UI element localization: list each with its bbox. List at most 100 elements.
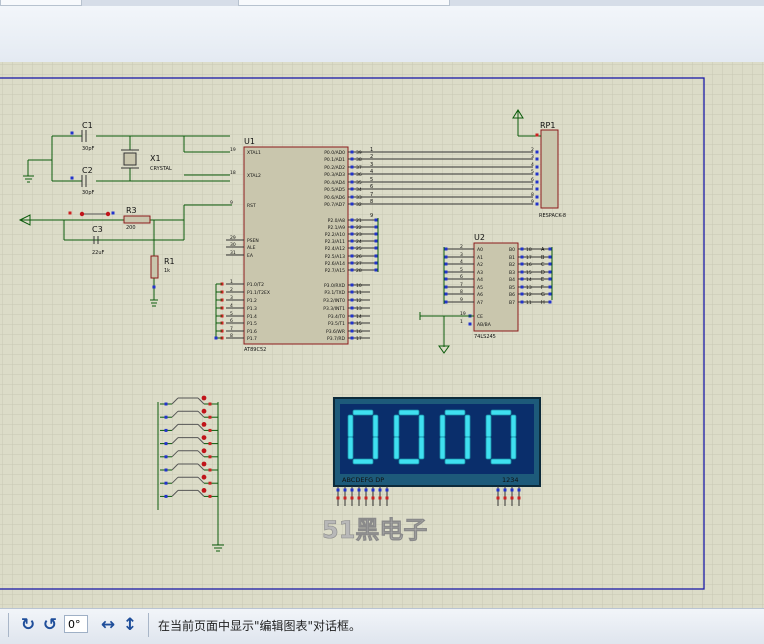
display-segment — [444, 409, 466, 416]
u1-pin-marker — [350, 298, 354, 302]
u1-pin-marker — [350, 225, 354, 229]
u1-pin-number: 8 — [230, 333, 233, 339]
display-pin-marker — [364, 488, 368, 492]
display-segment — [485, 414, 492, 438]
u1-pin-number: 3 — [230, 295, 233, 301]
flip-vertical-icon[interactable]: ↕ — [122, 615, 138, 635]
u2-pin-number: 1 — [460, 319, 463, 325]
button-cap — [201, 488, 207, 493]
button-pin — [208, 494, 212, 498]
x1-value: CRYSTAL — [150, 166, 172, 172]
c2-pin — [70, 176, 74, 180]
u1-pin-number: 30 — [230, 242, 236, 248]
button-lever — [197, 437, 205, 444]
u1-pin-number: 5 — [230, 311, 233, 317]
u2-pin-number: 8 — [460, 289, 463, 295]
u1-pin-marker — [350, 157, 354, 161]
button-lever — [197, 424, 205, 431]
u1-pin-name: P2.5/A13 — [325, 254, 345, 260]
display-segment — [352, 458, 374, 465]
u2-pin-number: 4 — [460, 259, 463, 265]
ground-terminal — [438, 345, 450, 354]
button-cap — [201, 408, 207, 414]
u2-bus-marker — [444, 255, 448, 259]
r1-pin — [152, 285, 156, 289]
rp1-pin-number: 6 — [531, 177, 534, 183]
u2-pin-number: 18 — [526, 247, 532, 253]
display-segment — [490, 458, 512, 465]
rp1-pin-marker — [535, 165, 539, 169]
rp1-pin-number: 9 — [531, 199, 534, 205]
bus-marker — [374, 261, 378, 265]
u2-pin-number: 16 — [526, 262, 532, 268]
rotate-anticlockwise-icon[interactable]: ↺ — [42, 615, 58, 635]
u1-pin-name: P0.1/AD1 — [324, 157, 345, 163]
rotate-clockwise-icon[interactable]: ↻ — [20, 615, 36, 635]
rp1-pin-number: 3 — [531, 154, 534, 160]
u1-pin-marker — [350, 290, 354, 294]
u1-pin-name: P1.3 — [247, 306, 257, 312]
x1-ref: X1 — [150, 154, 161, 163]
u1-pin-name: P3.2/INT0 — [323, 298, 345, 304]
display-segment — [393, 436, 400, 460]
button-lever — [171, 476, 179, 484]
rp1-pin-marker — [535, 150, 539, 154]
r1-ref: R1 — [164, 257, 175, 266]
u2-pin-number: 9 — [460, 297, 463, 303]
u2-pin-marker — [468, 322, 472, 326]
button-pin — [164, 428, 168, 432]
display-segment — [418, 414, 425, 438]
u1-pin-marker — [350, 180, 354, 184]
net-label: 3 — [370, 162, 373, 168]
display-digit: 0 — [393, 409, 425, 465]
status-bar: ↻ ↺ 0° ↔ ↕ 在当前页面中显示"编辑图表"对话框。 — [0, 608, 764, 644]
rp1-pin-number: 4 — [531, 162, 534, 168]
u1-pin-marker — [350, 314, 354, 318]
u1-pin-number: 32 — [356, 202, 362, 208]
flip-horizontal-icon[interactable]: ↔ — [100, 615, 116, 635]
u1-pin-marker — [350, 246, 354, 250]
status-message: 在当前页面中显示"编辑图表"对话框。 — [158, 619, 362, 633]
display-segment — [347, 414, 354, 438]
u1-pin-name: P3.1/TXD — [324, 290, 345, 296]
u1-pin-name: P2.6/A14 — [325, 261, 345, 267]
net-label: H — [541, 300, 545, 306]
tab-schematic[interactable] — [0, 0, 82, 6]
net-label: D — [541, 270, 545, 276]
c1-value: 30pF — [82, 146, 95, 152]
tab-other[interactable] — [238, 0, 450, 6]
u2-pin-name: B2 — [509, 262, 515, 268]
button-lever — [197, 463, 205, 471]
u1-pin-name: P1.6 — [247, 329, 257, 335]
reset-button-cap — [79, 211, 85, 217]
u1-pin-marker — [350, 336, 354, 340]
rotation-angle-input[interactable]: 0° — [64, 615, 88, 633]
u2-pin-marker — [520, 270, 524, 274]
u1-pin-number: 22 — [356, 225, 362, 231]
bus-marker — [548, 285, 552, 289]
u1-pin-name: P2.7/A15 — [325, 268, 345, 274]
u2-bus-marker — [444, 247, 448, 251]
rp1-pin-marker — [535, 180, 539, 184]
display-segment — [439, 436, 446, 460]
u1-pin-name: P1.7 — [247, 336, 257, 342]
u2-bus-marker — [444, 262, 448, 266]
toolbar-area — [0, 0, 764, 63]
u2-pin-name: A6 — [477, 292, 483, 298]
u1-pin-name: P2.4/A12 — [325, 246, 345, 252]
net-label: F — [541, 285, 544, 291]
u1-body — [243, 146, 349, 345]
c3-ref: C3 — [92, 225, 103, 234]
schematic-drawing[interactable]: C130pFC230pFX1CRYSTALR3200C322uFR11kU1AT… — [0, 62, 764, 608]
display-pin-marker — [350, 496, 354, 500]
u2-pin-name: B4 — [509, 277, 515, 283]
u2-pin-marker — [520, 300, 524, 304]
bus-marker — [374, 218, 378, 222]
u1-pin-number: 27 — [356, 261, 362, 267]
button-lever — [171, 424, 179, 431]
u1-pin-number: 28 — [356, 268, 362, 274]
display-pin-marker — [378, 496, 382, 500]
bus-marker — [374, 268, 378, 272]
button-lever — [197, 476, 205, 484]
